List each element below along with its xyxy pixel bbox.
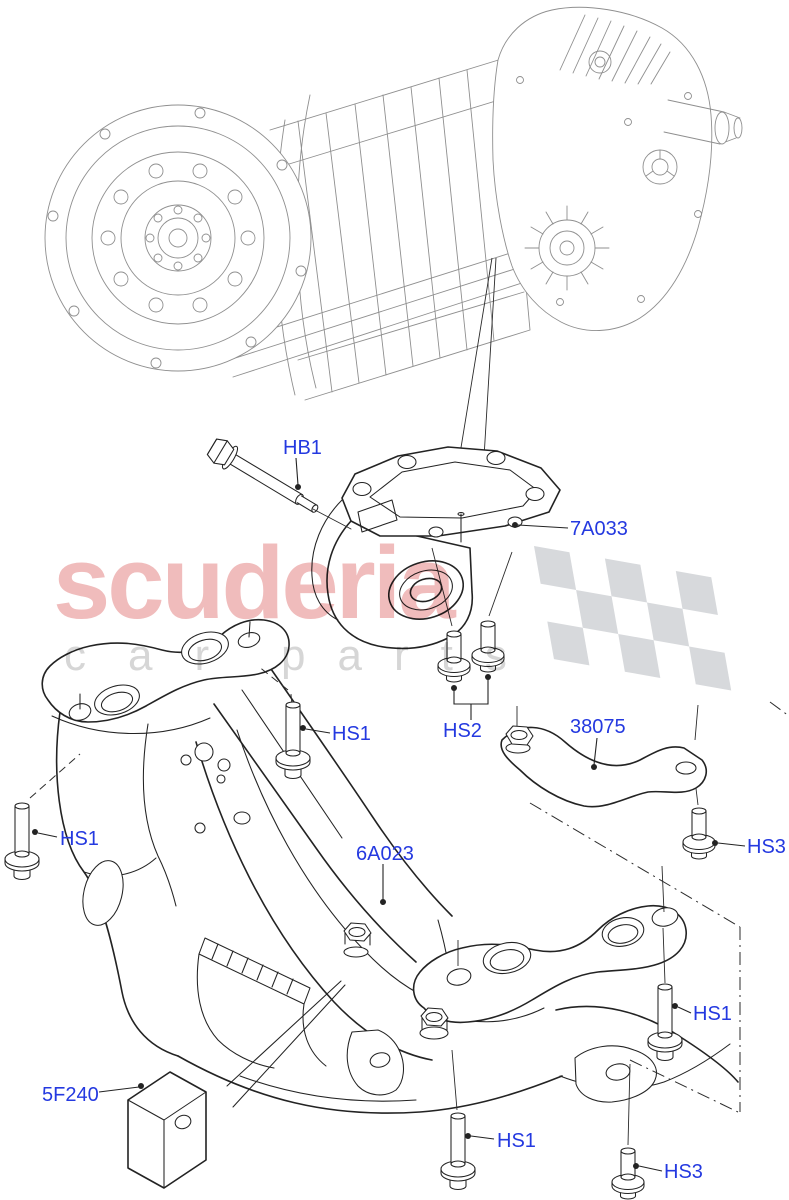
callout-5f240[interactable]: 5F240 <box>42 1084 99 1106</box>
callout-hs3-right[interactable]: HS3 <box>747 836 786 858</box>
bolt-hs3-bottom <box>611 1147 645 1200</box>
mount-drawing <box>311 446 561 650</box>
callout-7a033[interactable]: 7A033 <box>570 518 628 540</box>
bolt-hs1-bottom <box>440 1112 476 1191</box>
bolt-hs1-left <box>4 802 40 881</box>
callout-hb1[interactable]: HB1 <box>283 437 322 459</box>
callout-hs1-bottom[interactable]: HS1 <box>497 1130 536 1152</box>
damper-5f240 <box>127 1071 207 1189</box>
checkered-flag <box>534 546 732 691</box>
callout-hs1-right[interactable]: HS1 <box>693 1003 732 1025</box>
transmission-to-mount-leader <box>457 257 497 475</box>
watermark-brand: scuderia <box>53 525 456 640</box>
bolt-hs3-right <box>682 807 716 860</box>
callout-6a023[interactable]: 6A023 <box>356 843 414 865</box>
transmission-drawing <box>44 6 743 475</box>
callout-38075[interactable]: 38075 <box>570 716 626 738</box>
bolt-hb1 <box>206 438 319 513</box>
rear-bracket-38075 <box>500 704 708 808</box>
bolt-hs1-mid <box>275 701 311 780</box>
callout-hs1-left[interactable]: HS1 <box>60 828 99 850</box>
flange-nut <box>419 1007 449 1040</box>
watermark-word-car: car <box>64 631 251 680</box>
watermark-word-parts: parts <box>281 631 539 680</box>
flange-nut <box>343 922 372 958</box>
callout-hs1-mid[interactable]: HS1 <box>332 723 371 745</box>
bolts <box>4 438 716 1200</box>
callout-dots <box>32 484 718 1169</box>
callout-hs2[interactable]: HS2 <box>443 720 482 742</box>
callout-hs3-bottom[interactable]: HS3 <box>664 1161 703 1183</box>
watermark: scuderia car parts <box>53 525 732 691</box>
crossmember-drawing <box>41 618 739 1114</box>
callout-leader-lines <box>37 457 746 1172</box>
callouts: HB1 7A033 HS1 HS2 38075 HS1 HS3 6A023 HS… <box>32 437 786 1183</box>
construction-lines <box>29 547 789 1146</box>
bolt-hole-ring <box>47 107 307 369</box>
